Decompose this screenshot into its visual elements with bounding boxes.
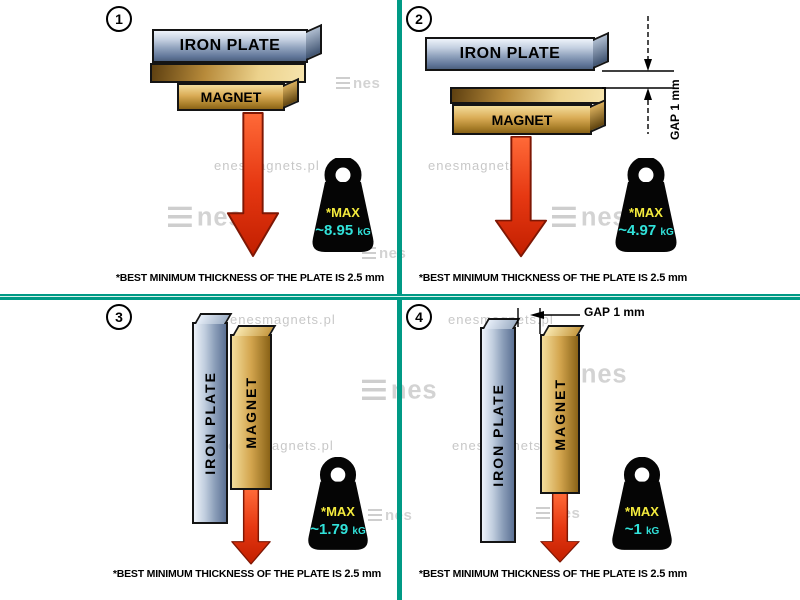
caption-bold: 2.5 mm (344, 568, 382, 580)
caption-bold: 2.5 mm (650, 272, 688, 284)
weight-number: ~1 (624, 521, 642, 538)
kettlebell-weight-icon: *MAX ~1 kG (603, 457, 681, 557)
panel-4-number: 4 (406, 304, 432, 330)
iron-plate: IRON PLATE (480, 318, 521, 543)
panel-1-number: 1 (106, 6, 132, 32)
magnet: MAGNET (540, 325, 585, 494)
iron-plate-label: IRON PLATE (459, 45, 561, 62)
gap-value: 1 mm (613, 305, 645, 319)
weight-value: ~1.79 kG (299, 521, 377, 538)
weight-value: ~1 kG (603, 521, 681, 538)
gap-label: GAP 1 mm (584, 305, 645, 319)
caption-text: *BEST MINIMUM THICKNESS OF THE PLATE IS (418, 568, 648, 580)
plate-top-face (194, 313, 233, 324)
caption-bold: 2.5 mm (347, 272, 385, 284)
logo-text: nes (353, 75, 381, 92)
pull-force-arrow-icon (229, 489, 273, 565)
weight-unit: kG (357, 227, 371, 238)
logo-text: nes (379, 245, 407, 262)
magnet-label: MAGNET (491, 111, 553, 128)
watermark-url: enesmagnets.pl (214, 158, 320, 173)
gap-word: GAP (584, 305, 611, 319)
magnet: MAGNET (230, 325, 277, 490)
magnet-label: MAGNET (200, 89, 262, 105)
magnet-label: MAGNET (552, 377, 568, 451)
logo-bars-icon (362, 379, 386, 401)
weight-unit: kG (352, 526, 366, 537)
iron-plate-label: IRON PLATE (202, 371, 218, 475)
caption-bold: 2.5 mm (650, 568, 688, 580)
iron-plate: IRON PLATE (425, 31, 609, 71)
weight-value: ~8.95 kG (303, 222, 383, 239)
weight-number: ~4.97 (618, 222, 657, 239)
caption: *BEST MINIMUM THICKNESS OF THE PLATE IS … (398, 272, 708, 284)
panel-3-number: 3 (106, 304, 132, 330)
iron-plate: IRON PLATE (192, 313, 233, 524)
weight-number: ~1.79 (310, 521, 349, 538)
magnet-top-face (450, 87, 606, 104)
kettlebell-weight-icon: *MAX ~1.79 kG (299, 457, 377, 557)
gap-value: 1 mm (668, 79, 682, 111)
logo-bars-icon (168, 206, 192, 228)
watermark-url: enesmagnets.pl (230, 312, 336, 327)
magnet: MAGNET (452, 98, 606, 135)
magnet-top-face (232, 325, 277, 336)
max-label: *MAX (629, 205, 663, 220)
kettlebell-weight-icon: *MAX ~4.97 kG (606, 158, 686, 258)
pull-force-arrow-icon (538, 493, 582, 563)
iron-plate-label: IRON PLATE (490, 383, 506, 487)
caption: *BEST MINIMUM THICKNESS OF THE PLATE IS … (85, 272, 415, 284)
magnet: MAGNET (177, 77, 299, 111)
caption: *BEST MINIMUM THICKNESS OF THE PLATE IS … (398, 568, 708, 580)
logo-bars-icon (536, 507, 550, 519)
max-label: *MAX (321, 504, 355, 519)
kettlebell-weight-icon: *MAX ~8.95 kG (303, 158, 383, 258)
weight-unit: kG (660, 227, 674, 238)
magnet-top-face (150, 63, 306, 83)
logo-bars-icon (336, 77, 350, 89)
plate-end-face (306, 23, 322, 61)
max-label: *MAX (625, 504, 659, 519)
panel-2-number: 2 (406, 6, 432, 32)
caption: *BEST MINIMUM THICKNESS OF THE PLATE IS … (82, 568, 412, 580)
magnet-end-face (283, 77, 299, 109)
pull-force-arrow-icon (492, 136, 550, 258)
watermark-logo: nes (336, 76, 380, 91)
pull-force-arrow-icon (224, 112, 282, 258)
logo-bars-icon (552, 206, 576, 228)
caption-text: *BEST MINIMUM THICKNESS OF THE PLATE IS (115, 272, 345, 284)
watermark-url: enesmagnets.pl (428, 158, 534, 173)
weight-value: ~4.97 kG (606, 222, 686, 239)
gap-word: GAP (668, 113, 682, 140)
weight-number: ~8.95 (315, 222, 354, 239)
magnet-label: MAGNET (243, 375, 259, 449)
iron-plate: IRON PLATE (152, 23, 322, 63)
caption-text: *BEST MINIMUM THICKNESS OF THE PLATE IS (418, 272, 648, 284)
gap-dimension-icon (596, 16, 680, 136)
weight-unit: kG (645, 526, 660, 537)
watermark-logo: nes (552, 205, 627, 231)
divider-vertical (397, 0, 402, 600)
gap-dimension-icon (500, 304, 580, 340)
gap-label: GAP 1 mm (668, 79, 682, 140)
logo-bars-icon (368, 509, 382, 521)
caption-text: *BEST MINIMUM THICKNESS OF THE PLATE IS (112, 568, 342, 580)
iron-plate-label: IRON PLATE (179, 37, 281, 54)
divider-horizontal (0, 294, 800, 300)
max-label: *MAX (326, 205, 360, 220)
logo-text: nes (580, 360, 628, 390)
